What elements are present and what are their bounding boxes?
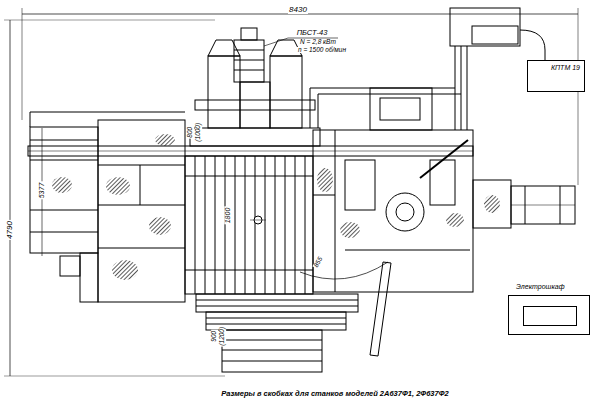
- dimension-label: ПБСТ-43: [296, 29, 329, 37]
- dimension-label: 800: [187, 126, 194, 139]
- cabinet-inner-panel: [523, 306, 577, 326]
- dimension-label: n = 1500 об/мин: [297, 47, 347, 54]
- dimension-label: 8430: [288, 6, 308, 14]
- dimension-label: 1800: [224, 206, 231, 224]
- cabinet-box: Электрошкаф: [508, 283, 590, 335]
- dimension-label: 855: [312, 255, 324, 269]
- dimension-label: 5377: [38, 181, 45, 199]
- dimension-label: (1200): [219, 326, 226, 347]
- dimension-label: 900: [211, 330, 218, 343]
- dimension-label: N = 2,8 кВт: [299, 39, 337, 46]
- dimension-label: (1000): [195, 122, 202, 143]
- caption: Размеры в скобках для станков моделей 2А…: [221, 389, 448, 398]
- cabinet-outline: [508, 295, 590, 335]
- device-box: КПТМ 19: [527, 60, 585, 92]
- box-label: КПТМ 19: [532, 64, 580, 72]
- box-label: Электрошкаф: [508, 283, 590, 291]
- dimension-label: 4790: [6, 220, 14, 240]
